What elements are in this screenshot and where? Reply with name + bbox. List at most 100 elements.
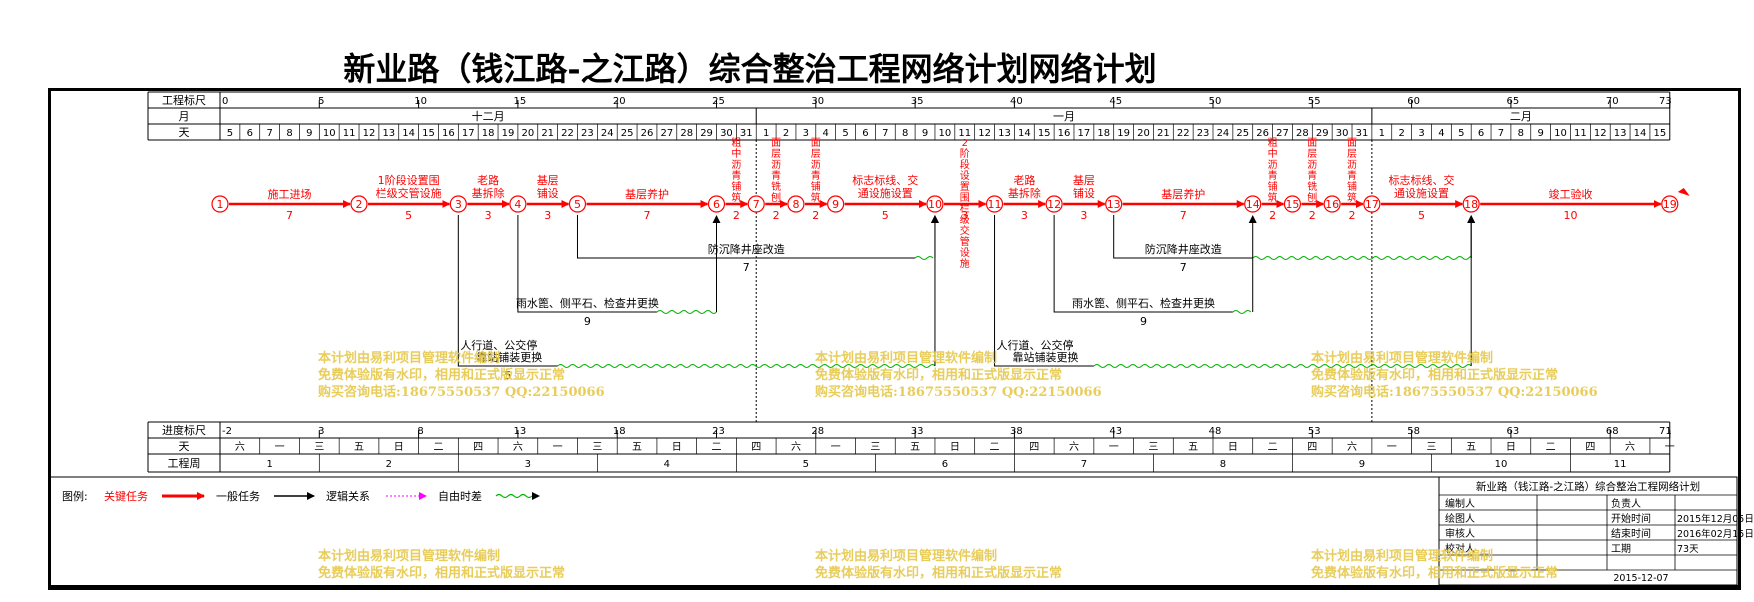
day-number: 28 <box>680 128 693 139</box>
watermark: 本计划由易利项目管理软件编制免费体验版有水印，相用和正式版显示正常购买咨询电话:… <box>815 350 1102 401</box>
weekday-label: 二 <box>1268 442 1278 453</box>
critical-task-name: 面 <box>1307 138 1317 149</box>
day-number: 22 <box>1177 128 1190 139</box>
branch-task-name: 靠站铺装更换 <box>476 350 542 364</box>
progress-tick-label: 18 <box>613 426 626 437</box>
day-number: 24 <box>1217 128 1230 139</box>
weekday-label: 一 <box>831 442 841 453</box>
scale-tick-label: 70 <box>1606 96 1619 107</box>
event-node-label: 4 <box>514 198 521 211</box>
critical-task-name: 青 <box>1307 169 1317 182</box>
day-number: 2 <box>783 128 789 139</box>
critical-task-name: 基层养护 <box>625 187 669 201</box>
critical-task-name: 置 <box>960 181 970 193</box>
event-node <box>787 195 805 213</box>
progress-tick-label: 58 <box>1407 426 1420 437</box>
critical-task-duration: 2 <box>812 209 819 222</box>
weekday-label: 六 <box>1625 441 1635 453</box>
watermark-line: 免费体验版有水印，相用和正式版显示正常 <box>318 566 566 581</box>
event-node <box>1244 195 1262 213</box>
day-number: 12 <box>978 128 991 139</box>
critical-task-name: 层 <box>1347 148 1357 160</box>
weekday-label: 日 <box>394 442 404 453</box>
day-number: 15 <box>1653 128 1666 139</box>
critical-task-name: 标志标线、交 <box>1389 173 1455 187</box>
critical-task-duration: 3 <box>485 209 492 222</box>
week-label: 10 <box>1495 459 1508 470</box>
critical-task-name: 通设施设置 <box>858 187 913 200</box>
day-number: 27 <box>1276 128 1289 139</box>
day-number: 24 <box>601 128 614 139</box>
critical-task-name: 2 <box>962 138 968 149</box>
day-number: 3 <box>1418 128 1424 139</box>
branch-task-line <box>576 215 916 259</box>
scale-tick-label: 35 <box>911 96 924 107</box>
day-number: 4 <box>823 128 829 139</box>
progress-tick-label: 53 <box>1308 426 1321 437</box>
day-number: 10 <box>323 128 336 139</box>
watermark: 本计划由易利项目管理软件编制免费体验版有水印，相用和正式版显示正常 <box>1311 548 1558 582</box>
critical-task-name: 中 <box>731 147 741 160</box>
weekday-label: 一 <box>1387 442 1397 453</box>
critical-task-name: 沥 <box>811 159 821 171</box>
info-box <box>1438 476 1738 586</box>
critical-task-duration: 2 <box>1309 209 1316 222</box>
event-node <box>1045 195 1063 213</box>
info-box-title: 新业路（钱江路-之江路）综合整治工程网络计划 <box>1476 480 1700 493</box>
day-number: 11 <box>958 128 971 139</box>
info-label: 编制人 <box>1445 497 1475 510</box>
event-node-label: 1 <box>217 198 224 211</box>
watermark-line: 本计划由易利项目管理软件编制 <box>318 549 501 564</box>
day-number: 5 <box>842 128 848 139</box>
day-number: 23 <box>581 128 594 139</box>
scale-tick-label: 73 <box>1659 96 1672 107</box>
weekday-label: 二 <box>712 442 722 453</box>
weekday-label: 一 <box>1665 442 1675 453</box>
weekday-label: 四 <box>751 442 761 453</box>
event-node-label: 14 <box>1246 198 1260 211</box>
day-number: 6 <box>247 128 253 139</box>
event-node-label: 8 <box>792 198 799 211</box>
event-node <box>211 195 229 213</box>
day-number: 13 <box>998 128 1011 139</box>
event-node-label: 13 <box>1107 198 1121 211</box>
event-node-label: 18 <box>1464 198 1478 211</box>
critical-task-name: 青 <box>771 169 781 182</box>
row-label-progress: 进度标尺 <box>162 423 206 437</box>
weekday-label: 五 <box>354 442 364 453</box>
free-float-line <box>1252 256 1472 260</box>
day-number: 9 <box>922 128 928 139</box>
day-number: 6 <box>862 128 868 139</box>
critical-task-name: 施工进场 <box>268 187 312 201</box>
month-label: 十二月 <box>472 109 505 123</box>
info-label: 开始时间 <box>1611 512 1651 525</box>
day-number: 19 <box>1117 128 1130 139</box>
day-number: 18 <box>1097 128 1110 139</box>
critical-task-name: 通设施设置 <box>1394 187 1449 200</box>
day-number: 29 <box>1316 128 1329 139</box>
day-number: 25 <box>621 128 634 139</box>
day-number: 5 <box>1458 128 1464 139</box>
critical-task-duration: 3 <box>1080 209 1087 222</box>
day-number: 12 <box>363 128 376 139</box>
critical-task-duration: 7 <box>286 209 293 222</box>
day-number: 26 <box>1256 128 1269 139</box>
critical-task-name: 铺设 <box>1073 187 1095 200</box>
event-node <box>1283 195 1302 213</box>
day-number: 30 <box>1336 128 1349 139</box>
critical-task-duration: 7 <box>1180 209 1187 222</box>
day-number: 18 <box>482 128 495 139</box>
scale-tick-label: 0 <box>222 96 228 107</box>
event-node <box>1462 195 1480 213</box>
progress-tick-label: 43 <box>1109 426 1122 437</box>
week-label: 4 <box>664 459 670 470</box>
critical-task-name: 铣 <box>771 180 781 193</box>
scale-tick-label: 10 <box>414 96 427 107</box>
weekday-label: 五 <box>1466 442 1476 453</box>
event-node-label: 5 <box>574 198 581 211</box>
day-number: 21 <box>1157 128 1170 139</box>
event-node <box>926 195 944 213</box>
progress-tick-label: 33 <box>911 426 924 437</box>
progress-tick-label: 13 <box>514 426 527 437</box>
event-node-label: 6 <box>713 198 720 211</box>
